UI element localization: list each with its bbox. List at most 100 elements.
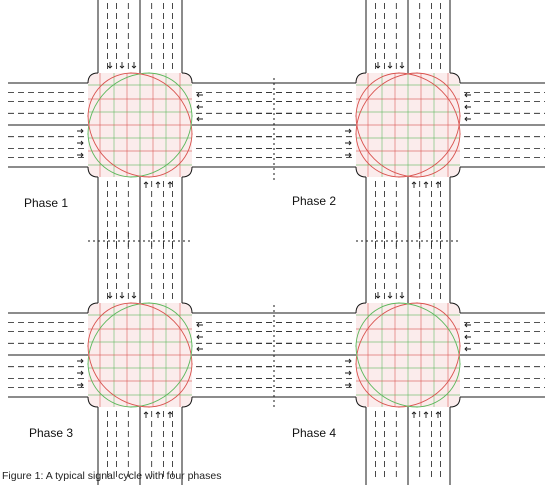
lane-arrow-icon <box>423 411 429 418</box>
lane-arrow-icon <box>107 292 113 299</box>
lane-arrow-icon <box>167 411 173 418</box>
junction-corner <box>181 302 193 314</box>
turn-arc <box>129 302 193 366</box>
lane-arrow-icon <box>399 62 405 69</box>
turn-arc <box>147 132 193 178</box>
lane-arrow-icon <box>411 411 417 418</box>
lane-arrow-icon <box>387 62 393 69</box>
lane-arrow-icon <box>77 152 84 158</box>
turn-arc <box>87 302 133 348</box>
lane-arrow-icon <box>155 411 161 418</box>
turn-arc <box>87 72 133 118</box>
junction-corner <box>449 166 461 178</box>
lane-arrow-icon <box>345 370 352 376</box>
lane-arrow-icon <box>77 140 84 146</box>
turn-arc <box>87 132 133 178</box>
lane-arrow-icon <box>167 181 173 188</box>
lane-arrow-icon <box>196 322 203 328</box>
turn-arc <box>397 72 461 136</box>
lane-arrow-icon <box>196 104 203 110</box>
junction-corner <box>87 72 99 84</box>
phase-2-label: Phase 2 <box>292 194 337 208</box>
turn-arc <box>415 362 461 408</box>
turn-arc <box>415 72 461 118</box>
lane-arrow-icon <box>77 370 84 376</box>
figure-caption: Figure 1: A typical signal cycle with fo… <box>2 470 222 482</box>
lane-arrow-icon <box>131 292 137 299</box>
lane-arrow-icon <box>77 382 84 388</box>
junction-corner <box>355 72 367 84</box>
lane-arrow-icon <box>464 116 471 122</box>
lane-arrow-icon <box>196 92 203 98</box>
turn-arc <box>397 114 461 178</box>
lane-arrow-icon <box>411 181 417 188</box>
junction-corner <box>181 396 193 408</box>
turn-arc <box>355 132 401 178</box>
intersection-1 <box>8 0 320 255</box>
turn-arc <box>397 344 461 408</box>
lane-arrow-icon <box>375 62 381 69</box>
junction-corner <box>355 302 367 314</box>
lane-arrow-icon <box>387 292 393 299</box>
lane-arrow-icon <box>375 292 381 299</box>
lane-arrow-icon <box>77 358 84 364</box>
lane-arrow-icon <box>345 140 352 146</box>
lane-arrow-icon <box>143 181 149 188</box>
turn-arc <box>355 302 401 348</box>
lane-arrow-icon <box>119 62 125 69</box>
lane-arrow-icon <box>196 334 203 340</box>
lane-arrow-icon <box>464 92 471 98</box>
turn-arc <box>147 362 193 408</box>
turn-arc <box>87 302 151 366</box>
lane-arrow-icon <box>464 334 471 340</box>
turn-arc <box>147 72 193 118</box>
lane-arrow-icon <box>435 411 441 418</box>
intersection-4 <box>228 225 545 485</box>
lane-arrow-icon <box>155 181 161 188</box>
lane-arrow-icon <box>464 104 471 110</box>
phase-1-label: Phase 1 <box>24 196 69 210</box>
junction-corner <box>355 166 367 178</box>
lane-arrow-icon <box>345 152 352 158</box>
turn-arc <box>355 302 419 366</box>
turn-arc <box>415 302 461 348</box>
turn-arc <box>355 72 419 136</box>
lane-arrow-icon <box>435 181 441 188</box>
turn-arc <box>147 302 193 348</box>
junction-corner <box>87 396 99 408</box>
lane-arrow-icon <box>345 128 352 134</box>
junction-corner <box>355 396 367 408</box>
phase-4-label: Phase 4 <box>292 426 337 440</box>
junction-corner <box>181 72 193 84</box>
lane-arrow-icon <box>77 128 84 134</box>
lane-arrow-icon <box>399 292 405 299</box>
junction-corner <box>449 302 461 314</box>
turn-arc <box>355 344 419 408</box>
junction-corner <box>449 72 461 84</box>
turn-arc <box>355 114 419 178</box>
junction-corner <box>87 166 99 178</box>
turn-arc <box>415 132 461 178</box>
lane-arrow-icon <box>345 382 352 388</box>
turn-arc <box>129 114 193 178</box>
turn-arc <box>355 72 401 118</box>
lane-arrow-icon <box>345 358 352 364</box>
lane-arrow-icon <box>464 322 471 328</box>
turn-arc <box>87 72 151 136</box>
junction-corner <box>449 396 461 408</box>
lane-arrow-icon <box>143 411 149 418</box>
lane-arrow-icon <box>107 62 113 69</box>
intersection-2 <box>228 0 545 255</box>
turn-arc <box>129 72 193 136</box>
phase-3-label: Phase 3 <box>29 426 74 440</box>
turn-arc <box>397 302 461 366</box>
turn-arc <box>87 344 151 408</box>
intersection-3 <box>8 225 320 485</box>
lane-arrow-icon <box>464 346 471 352</box>
junction-corner <box>87 302 99 314</box>
lane-arrow-icon <box>119 292 125 299</box>
lane-arrow-icon <box>196 116 203 122</box>
turn-arc <box>355 362 401 408</box>
lane-arrow-icon <box>423 181 429 188</box>
